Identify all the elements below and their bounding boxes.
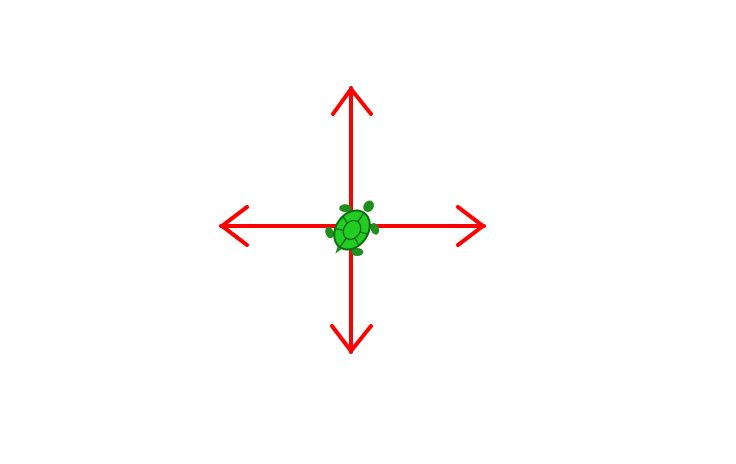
turtle-icon bbox=[325, 200, 380, 257]
arrow-up bbox=[331, 86, 373, 222]
arrow-down bbox=[330, 230, 373, 354]
arrow-left bbox=[219, 205, 353, 247]
